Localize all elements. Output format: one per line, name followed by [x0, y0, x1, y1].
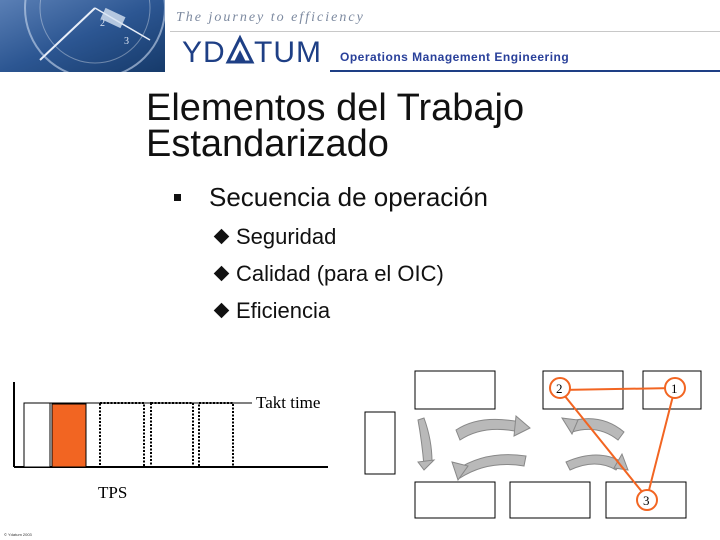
svg-text:3: 3 — [124, 36, 129, 47]
station-box — [414, 481, 496, 519]
station-marker-3-label: 3 — [643, 493, 650, 508]
station-marker-2 — [549, 377, 571, 399]
header-rule — [330, 70, 720, 72]
tps-caption: TPS — [98, 483, 127, 502]
flow-arrow-icon — [455, 454, 527, 479]
station-box — [509, 481, 591, 519]
header-band: 2 3 The journey to efficiency YD TUM Ope… — [0, 0, 720, 72]
slide-title: Elementos del Trabajo Estandarizado — [146, 87, 686, 165]
dotted-cycle-bar — [198, 402, 234, 468]
station-marker-3 — [636, 489, 658, 511]
operator-route-line — [559, 386, 677, 501]
tagline-rule — [170, 31, 720, 32]
takt-time-label: Takt time — [256, 393, 320, 412]
station-marker-1 — [664, 377, 686, 399]
dotted-cycle-bar — [99, 402, 145, 468]
sub-item-text: Seguridad — [236, 224, 337, 249]
cell-layout-diagram: 1 2 3 — [364, 370, 702, 519]
flow-arrow-head-icon — [417, 459, 436, 471]
ydatum-logo-mark: YD TUM — [182, 34, 322, 69]
watch-photo: 2 3 — [0, 0, 165, 72]
station-box — [364, 411, 396, 475]
svg-text:TUM: TUM — [254, 36, 322, 69]
sub-item-text: Eficiencia — [236, 298, 331, 323]
bullet-text: Secuencia de operación — [209, 182, 488, 212]
flow-arrow-head-icon — [513, 414, 531, 437]
flow-arrow-icon — [455, 418, 521, 441]
ydatum-logo: YD TUM — [182, 34, 332, 78]
svg-text:YD: YD — [182, 36, 226, 69]
active-cycle-bar — [51, 403, 87, 468]
flow-arrow-icon — [417, 417, 433, 467]
dotted-cycle-bar — [150, 402, 194, 468]
flow-arrow-head-icon — [451, 461, 469, 482]
svg-text:2: 2 — [100, 18, 105, 29]
flow-arrow-icon — [567, 418, 625, 441]
station-marker-2-label: 2 — [556, 381, 563, 396]
flow-arrow-head-icon — [561, 417, 579, 436]
square-bullet-icon — [174, 194, 181, 201]
tagline: The journey to efficiency — [176, 10, 365, 25]
cycle-bar — [23, 402, 51, 468]
diamond-bullet-icon — [213, 228, 230, 245]
slide-title-line2: Estandarizado — [146, 123, 389, 165]
diamond-bullet-icon — [213, 265, 230, 282]
copyright-note: © Ydatum 2003 — [4, 532, 32, 537]
flow-arrow-icon — [565, 454, 623, 471]
takt-time-diagram: Takt time TPS — [13, 382, 328, 502]
sub-item-2: Calidad (para el OIC) — [213, 261, 444, 287]
station-marker-1-label: 1 — [671, 381, 678, 396]
logo-subtitle: Operations Management Engineering — [340, 50, 570, 64]
sub-item-1: Seguridad — [213, 224, 337, 250]
diamond-bullet-icon — [213, 302, 230, 319]
slide-title-line1: Elementos del Trabajo — [146, 87, 525, 129]
watch-illustration: 2 3 — [0, 0, 165, 72]
sub-item-3: Eficiencia — [213, 298, 331, 324]
sub-item-text: Calidad (para el OIC) — [236, 261, 444, 286]
station-box — [414, 370, 496, 410]
